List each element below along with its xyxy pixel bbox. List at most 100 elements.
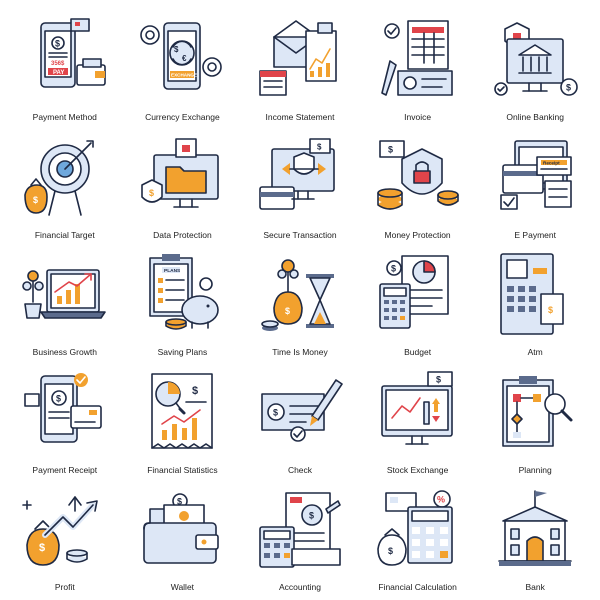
icon-label: Payment Method <box>32 112 97 122</box>
icon-label: Budget <box>404 347 432 358</box>
wallet-icon: $ <box>134 486 230 574</box>
icon-label: Atm <box>527 347 543 358</box>
icon-label: Saving Plans <box>157 347 208 358</box>
pay-text: PAY <box>53 70 64 76</box>
svg-text:€: € <box>182 54 187 63</box>
financial-target-icon: $ <box>17 134 113 222</box>
icon-tile-saving-plans: PLANS Saving Plans <box>124 241 242 359</box>
icon-tile-budget: $ Budget <box>359 241 477 359</box>
icon-tile-atm: $ Atm <box>476 241 594 359</box>
icon-label: Secure Transaction <box>263 229 337 240</box>
payment-receipt-icon: $ <box>17 369 113 457</box>
svg-text:$: $ <box>566 83 571 93</box>
icon-tile-secure-transaction: $ Secure Transaction <box>241 124 359 242</box>
icon-tile-e-payment: Receipt E Payment <box>476 124 594 242</box>
icon-label: Stock Exchange <box>386 464 449 475</box>
icon-tile-planning: Planning <box>476 359 594 477</box>
icon-tile-time-is-money: $ Time Is Money <box>241 241 359 359</box>
icon-tile-online-banking: $ Online Banking <box>476 6 594 124</box>
icon-label: Online Banking <box>506 112 565 122</box>
icon-tile-data-protection: $ Data Protection <box>124 124 242 242</box>
svg-text:$: $ <box>436 374 441 384</box>
icon-tile-money-protection: $ Money Protection <box>359 124 477 242</box>
icon-label: Business Growth <box>32 347 97 358</box>
receipt-text: Receipt <box>543 160 560 165</box>
icon-tile-business-growth: Business Growth <box>6 241 124 359</box>
icon-tile-payment-receipt: $ Payment Receipt <box>6 359 124 477</box>
icon-tile-stock-exchange: $ Stock Exchange <box>359 359 477 477</box>
planning-icon <box>487 369 583 457</box>
svg-text:$: $ <box>174 45 179 54</box>
icon-tile-income-statement: Income Statement <box>241 6 359 124</box>
icon-label: E Payment <box>514 229 556 240</box>
saving-plans-icon: PLANS <box>134 251 230 339</box>
data-protection-icon: $ <box>134 134 230 222</box>
accounting-icon: $ <box>252 486 348 574</box>
svg-text:$: $ <box>192 385 198 397</box>
income-statement-icon <box>252 16 348 104</box>
time-is-money-icon: $ <box>252 251 348 339</box>
svg-text:$: $ <box>55 39 60 49</box>
icon-tile-financial-target: $ Financial Target <box>6 124 124 242</box>
icon-label: Currency Exchange <box>145 112 220 122</box>
icon-tile-invoice: Invoice <box>359 6 477 124</box>
icon-label: Financial Statistics <box>147 464 218 475</box>
icon-label: Data Protection <box>153 229 212 240</box>
icon-tile-financial-calculation: % $ Financial Calculation <box>359 476 477 594</box>
icon-label: Planning <box>518 464 552 475</box>
icon-tile-currency-exchange: $€ EXCHANGE Currency Exchange <box>124 6 242 124</box>
icon-label: Invoice <box>404 112 432 122</box>
icon-label: Accounting <box>278 582 322 593</box>
budget-icon: $ <box>370 251 466 339</box>
svg-text:$: $ <box>391 264 396 274</box>
icon-label: Bank <box>525 582 545 593</box>
icon-tile-bank: Bank <box>476 476 594 594</box>
e-payment-icon: Receipt <box>487 134 583 222</box>
svg-text:$: $ <box>309 511 314 521</box>
atm-icon: $ <box>487 251 583 339</box>
icon-tile-profit: $ Profit <box>6 476 124 594</box>
svg-text:$: $ <box>548 305 553 315</box>
icon-tile-financial-statistics: $ Financial Statistics <box>124 359 242 477</box>
secure-transaction-icon: $ <box>252 134 348 222</box>
svg-text:$: $ <box>33 195 38 205</box>
icon-label: Financial Target <box>34 229 95 240</box>
icon-label: Check <box>287 464 313 475</box>
payment-method-icon: $ 356$ PAY <box>17 16 113 104</box>
svg-text:$: $ <box>388 546 393 556</box>
icon-label: Money Protection <box>384 229 451 240</box>
svg-text:$: $ <box>149 188 154 198</box>
icon-tile-check: $ Check <box>241 359 359 477</box>
stock-exchange-icon: $ <box>370 369 466 457</box>
icon-label: Profit <box>54 582 75 593</box>
svg-text:$: $ <box>285 306 290 316</box>
financial-calculation-icon: % $ <box>370 486 466 574</box>
online-banking-icon: $ <box>487 16 583 104</box>
exchange-text: EXCHANGE <box>171 73 197 78</box>
icon-label: Income Statement <box>265 112 335 122</box>
financial-statistics-icon: $ <box>134 369 230 457</box>
svg-text:$: $ <box>39 542 45 554</box>
icon-tile-payment-method: $ 356$ PAY Payment Method <box>6 6 124 124</box>
icon-label: Payment Receipt <box>32 464 98 475</box>
check-icon: $ <box>252 369 348 457</box>
money-protection-icon: $ <box>370 134 466 222</box>
svg-text:$: $ <box>388 144 393 154</box>
invoice-icon <box>370 16 466 104</box>
profit-icon: $ <box>17 486 113 574</box>
svg-text:$: $ <box>56 393 61 403</box>
icon-label: Wallet <box>170 582 195 593</box>
icon-grid: $ 356$ PAY Payment Method <box>6 6 594 594</box>
amount-text: 356$ <box>51 61 65 67</box>
icon-label: Time Is Money <box>272 347 328 358</box>
svg-text:%: % <box>437 495 445 505</box>
bank-icon <box>487 486 583 574</box>
svg-text:$: $ <box>177 497 182 507</box>
icon-tile-accounting: $ Accounting <box>241 476 359 594</box>
currency-exchange-icon: $€ EXCHANGE <box>134 16 230 104</box>
business-growth-icon <box>17 251 113 339</box>
icon-label: Financial Calculation <box>378 582 457 593</box>
icon-tile-wallet: $ Wallet <box>124 476 242 594</box>
plans-text: PLANS <box>164 268 181 274</box>
